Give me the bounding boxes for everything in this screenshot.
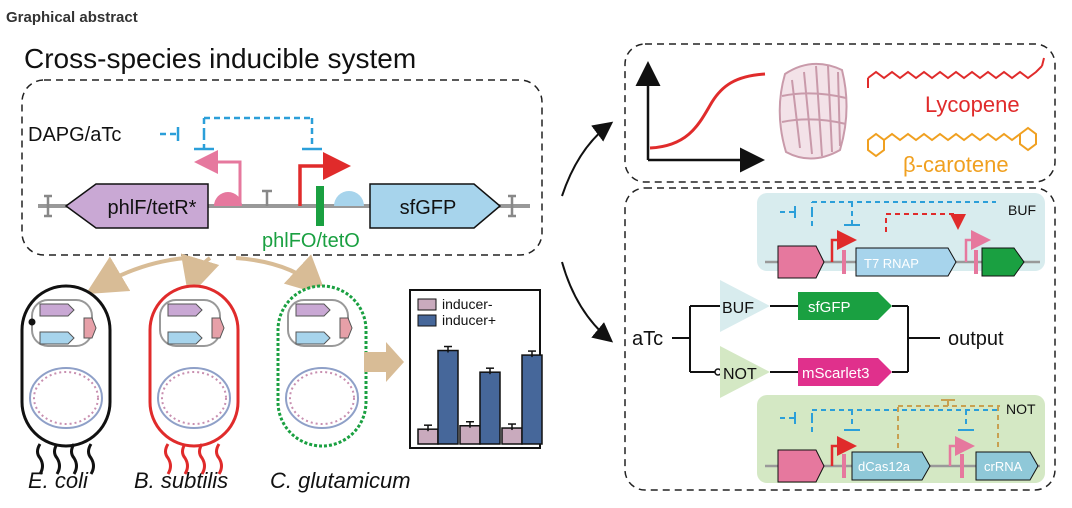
blue-rbs (334, 191, 364, 206)
bar-inducer-1 (479, 371, 501, 445)
gfp-protein-structure (778, 63, 848, 160)
svg-text:mScarlet3: mScarlet3 (802, 365, 870, 382)
legend-swatch-minus (417, 298, 437, 311)
sfgfp-gate-gene (798, 292, 892, 320)
red-promoter-arrow (298, 152, 351, 206)
page-title: Cross-species inducible system (24, 43, 416, 74)
not-panel-label: NOT (1006, 401, 1036, 417)
organism-arrows (85, 253, 327, 298)
buf-gate-label: BUF (722, 300, 754, 317)
to-chart-arrow (364, 342, 404, 382)
inducer-label: DAPG/aTc (28, 124, 121, 146)
carotene-label: β-carotene (903, 152, 1009, 177)
organism-label-bsubtilis: B. subtilis (134, 468, 228, 493)
not-panel-gene2: crRNA (984, 459, 1023, 474)
inducer-inhibition (160, 116, 314, 148)
pink-rbs (214, 192, 242, 206)
cell-ecoli (20, 284, 112, 475)
legend-swatch-plus (417, 314, 437, 327)
bar-inducer-1 (459, 425, 481, 445)
buf-gate (720, 280, 770, 332)
logic-box (624, 187, 1056, 491)
cell-bsubtilis (148, 284, 240, 475)
buf-panel: BUF T7 RNAP (757, 193, 1045, 279)
bar-inducer-2 (501, 427, 523, 445)
cell-cglutamicum (276, 284, 368, 448)
arrow-to-logic (561, 261, 614, 343)
terminator-icons (44, 189, 516, 218)
header-label: Graphical abstract (6, 9, 138, 26)
legend-minus: inducer- (442, 296, 493, 312)
bar-inducer-0 (417, 428, 439, 445)
logic-circuit: aTc BUF NOT sfGFP mScarlet3 output (632, 280, 1004, 398)
bar-inducer-2 (521, 354, 543, 445)
svg-text:phlF/tetR*: phlF/tetR* (108, 197, 197, 219)
organism-cells (20, 284, 368, 475)
buf-panel-label: BUF (1008, 202, 1036, 218)
mscarlet-gate-gene (798, 358, 892, 386)
arrow-to-applications (561, 121, 614, 197)
induction-bar-chart: inducer- inducer+ (409, 289, 543, 449)
repressor-gene (64, 183, 209, 229)
svg-text:phlFO/tetO: phlFO/tetO (262, 230, 360, 252)
logic-input-label: aTc (632, 328, 663, 350)
pink-promoter-arrow (194, 150, 242, 206)
lycopene-label: Lycopene (925, 92, 1020, 117)
svg-text:sfGFP: sfGFP (808, 299, 851, 316)
not-gate (720, 346, 770, 398)
logic-output-label: output (948, 328, 1004, 350)
bar-inducer-0 (437, 349, 459, 445)
applications-box (624, 43, 1056, 183)
not-panel-gene1: dCas12a (858, 459, 911, 474)
buf-panel-gene: T7 RNAP (864, 256, 919, 271)
dose-response-plot (635, 61, 766, 173)
reporter-gene (369, 183, 502, 229)
organism-label-cglutamicum: C. glutamicum (270, 468, 411, 493)
not-panel: NOT dCas12a crRNA (757, 395, 1045, 483)
legend-plus: inducer+ (442, 312, 496, 328)
svg-text:sfGFP: sfGFP (400, 197, 457, 219)
circuit-box (21, 79, 543, 256)
operator-box (316, 186, 324, 226)
not-gate-label: NOT (723, 366, 757, 383)
carotene-molecule-icon (867, 126, 1037, 158)
lycopene-molecule-icon (867, 57, 1045, 88)
organism-label-ecoli: E. coli (28, 468, 89, 493)
